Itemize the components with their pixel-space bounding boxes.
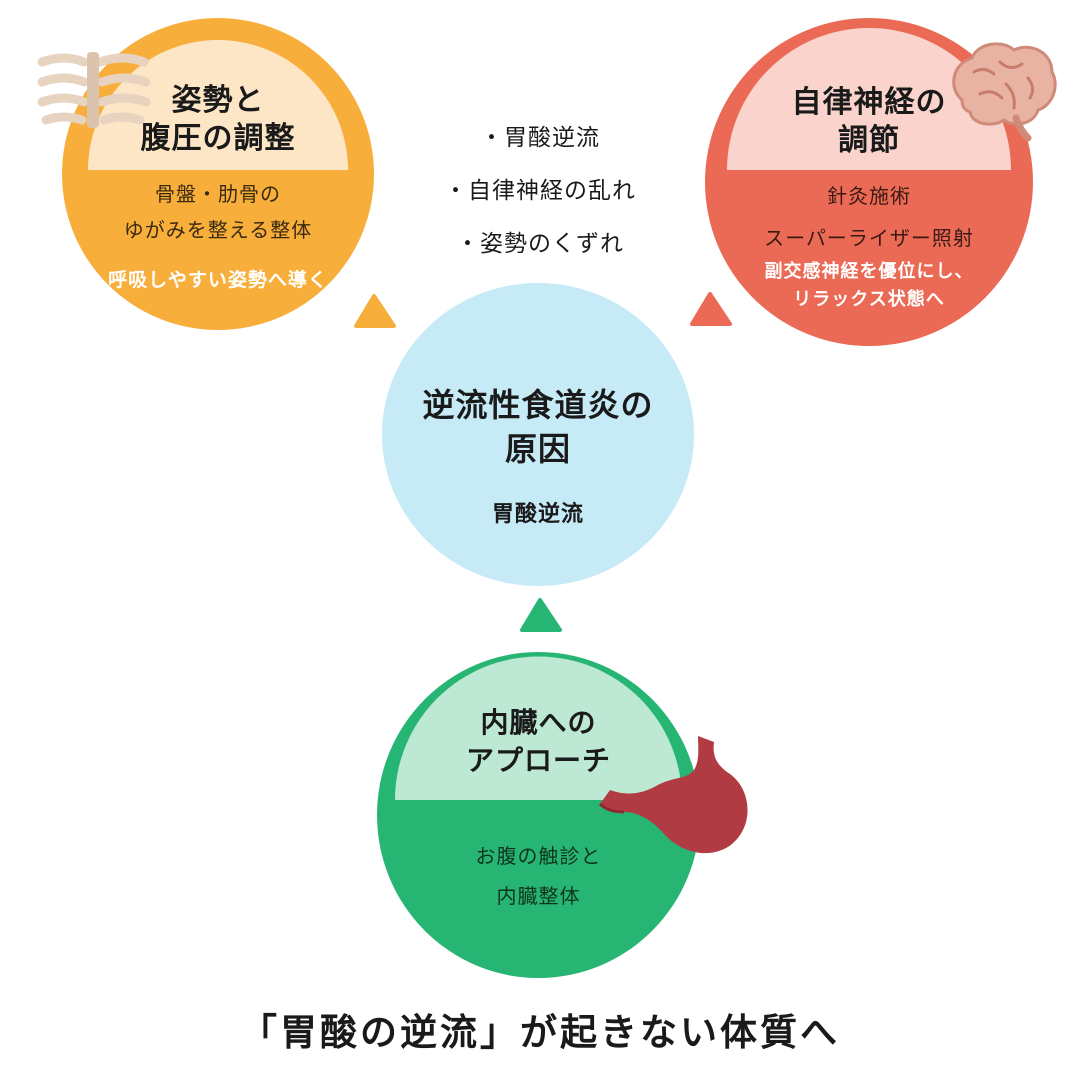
visceral-cap-shape: [395, 656, 682, 800]
cause-title-line-1: 逆流性食道炎の: [422, 386, 654, 424]
orange-arrow-icon: [354, 294, 396, 328]
autonomic-emphasis-line-2: リラックス状態へ: [793, 289, 945, 310]
red-arrow-icon: [690, 292, 732, 326]
cause-title-line-2: 原因: [504, 430, 571, 468]
visceral-body: お腹の触診と 内臓整体: [377, 836, 700, 916]
autonomic-line-1: 針灸施術: [827, 184, 911, 208]
posture-cap-shape: [88, 40, 348, 170]
autonomic-title-line-2: 調節: [838, 123, 900, 158]
cause-list: ・胃酸逆流 ・自律神経の乱れ ・姿勢のくずれ: [400, 112, 680, 271]
posture-title-line-2: 腹圧の調整: [140, 121, 296, 156]
stomach-icon: [598, 736, 748, 854]
visceral-line-1: お腹の触診と: [475, 844, 602, 868]
cause-item-1: ・胃酸逆流: [480, 125, 600, 151]
posture-title-line-1: 姿勢と: [171, 83, 265, 118]
visceral-title-line-2: アプローチ: [465, 744, 611, 777]
cause-item-3: ・姿勢のくずれ: [456, 231, 624, 257]
posture-body: 骨盤・肋骨の ゆがみを整える整体: [62, 176, 374, 248]
autonomic-cap-shape: [727, 28, 1011, 170]
green-arrow-icon: [520, 598, 562, 632]
cause-item-2: ・自律神経の乱れ: [444, 178, 636, 204]
cause-title: 逆流性食道炎の 原因: [382, 383, 694, 471]
autonomic-emphasis-line-1: 副交感神経を優位にし、: [764, 261, 974, 282]
posture-circle: 姿勢と 腹圧の調整 骨盤・肋骨の ゆがみを整える整体 呼吸しやすい姿勢へ導く: [62, 18, 374, 330]
brain-icon: [952, 42, 1057, 142]
autonomic-body: 針灸施術 スーパーライザー照射: [705, 175, 1033, 259]
autonomic-emphasis: 副交感神経を優位にし、 リラックス状態へ: [705, 258, 1033, 314]
posture-line-1: 骨盤・肋骨の: [155, 182, 281, 206]
visceral-title-line-1: 内臓への: [480, 706, 597, 739]
visceral-title: 内臓への アプローチ: [377, 704, 700, 780]
posture-line-2: ゆがみを整える整体: [123, 218, 313, 242]
cause-sub: 胃酸逆流: [491, 502, 584, 527]
posture-emphasis: 呼吸しやすい姿勢へ導く: [108, 269, 328, 291]
autonomic-line-2: スーパーライザー照射: [764, 226, 974, 250]
posture-title: 姿勢と 腹圧の調整: [62, 82, 374, 158]
cause-circle: 逆流性食道炎の 原因 胃酸逆流: [382, 283, 694, 586]
footer-slogan: 「胃酸の逆流」が起きない体質へ: [240, 1011, 840, 1054]
autonomic-title: 自律神経の 調節: [705, 84, 1033, 160]
autonomic-title-line-1: 自律神経の: [791, 85, 947, 120]
ribs-icon: [37, 52, 151, 128]
visceral-line-2: 内臓整体: [496, 884, 581, 908]
